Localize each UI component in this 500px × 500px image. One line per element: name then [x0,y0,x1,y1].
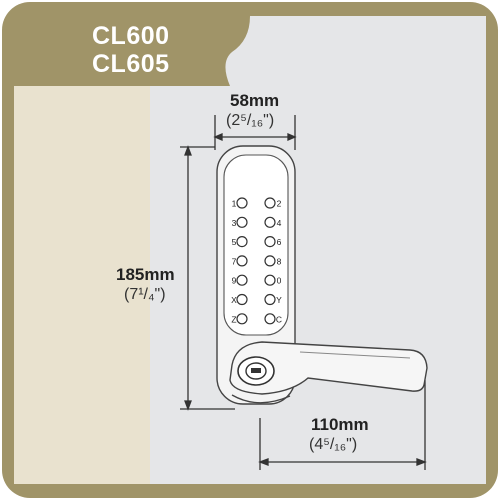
keypad-label-7: 7 [232,256,237,266]
keypad-label-5: 5 [232,237,237,247]
depth-inch: (4⁵/₁₆") [309,436,358,453]
keypad-button-4 [264,216,276,228]
width-inch: (2⁵/₁₆") [226,112,275,129]
lever-handle [229,341,428,404]
keypad-button-8 [264,255,276,267]
keypad-label-c: C [276,314,282,324]
lock-body: 1 2 3 4 5 6 7 8 9 0X Y Z C [216,145,296,405]
keypad-button-c [264,313,276,325]
model-name-1: CL600 [92,22,170,50]
keypad-label-y: Y [276,295,282,305]
keypad-button-y [264,293,276,306]
keypad-button-9 [236,274,248,286]
keypad-button-2 [264,197,276,209]
keypad-label-3: 3 [232,218,237,228]
keypad-label-8: 8 [277,256,282,266]
keypad-label-x: X [231,295,237,305]
height-dimension [180,145,235,411]
keypad-button-3 [236,216,248,228]
depth-mm: 110mm [311,415,369,434]
keypad-button-z [236,313,248,325]
keyhole-icon [251,368,261,373]
keypad-label-4: 4 [277,218,282,228]
keypad-button-x [236,293,248,306]
keypad-button-5 [236,236,248,248]
keypad-button-1 [236,197,248,209]
width-mm: 58mm [230,91,280,110]
tan-panel [14,86,162,484]
keypad-button-0 [264,274,276,286]
width-dimension [213,115,297,150]
title-block [14,16,250,86]
keypad-button-6 [264,236,276,248]
keypad-button-7 [236,255,248,267]
keypad-label-1: 1 [232,199,237,209]
keypad-label-2: 2 [277,199,282,209]
model-name-2: CL605 [92,50,170,78]
keypad: 1 2 3 4 5 6 7 8 9 0X Y Z C [231,197,282,325]
height-mm: 185mm [116,265,175,284]
keypad-label-z: Z [231,314,236,324]
keypad-label-6: 6 [277,237,282,247]
grey-panel-fill [150,86,486,484]
keypad-label-9: 9 [232,276,237,286]
keypad-label-0: 0 [277,276,282,286]
depth-dimension [258,380,427,470]
height-inch: (7¹/₄") [124,286,166,303]
